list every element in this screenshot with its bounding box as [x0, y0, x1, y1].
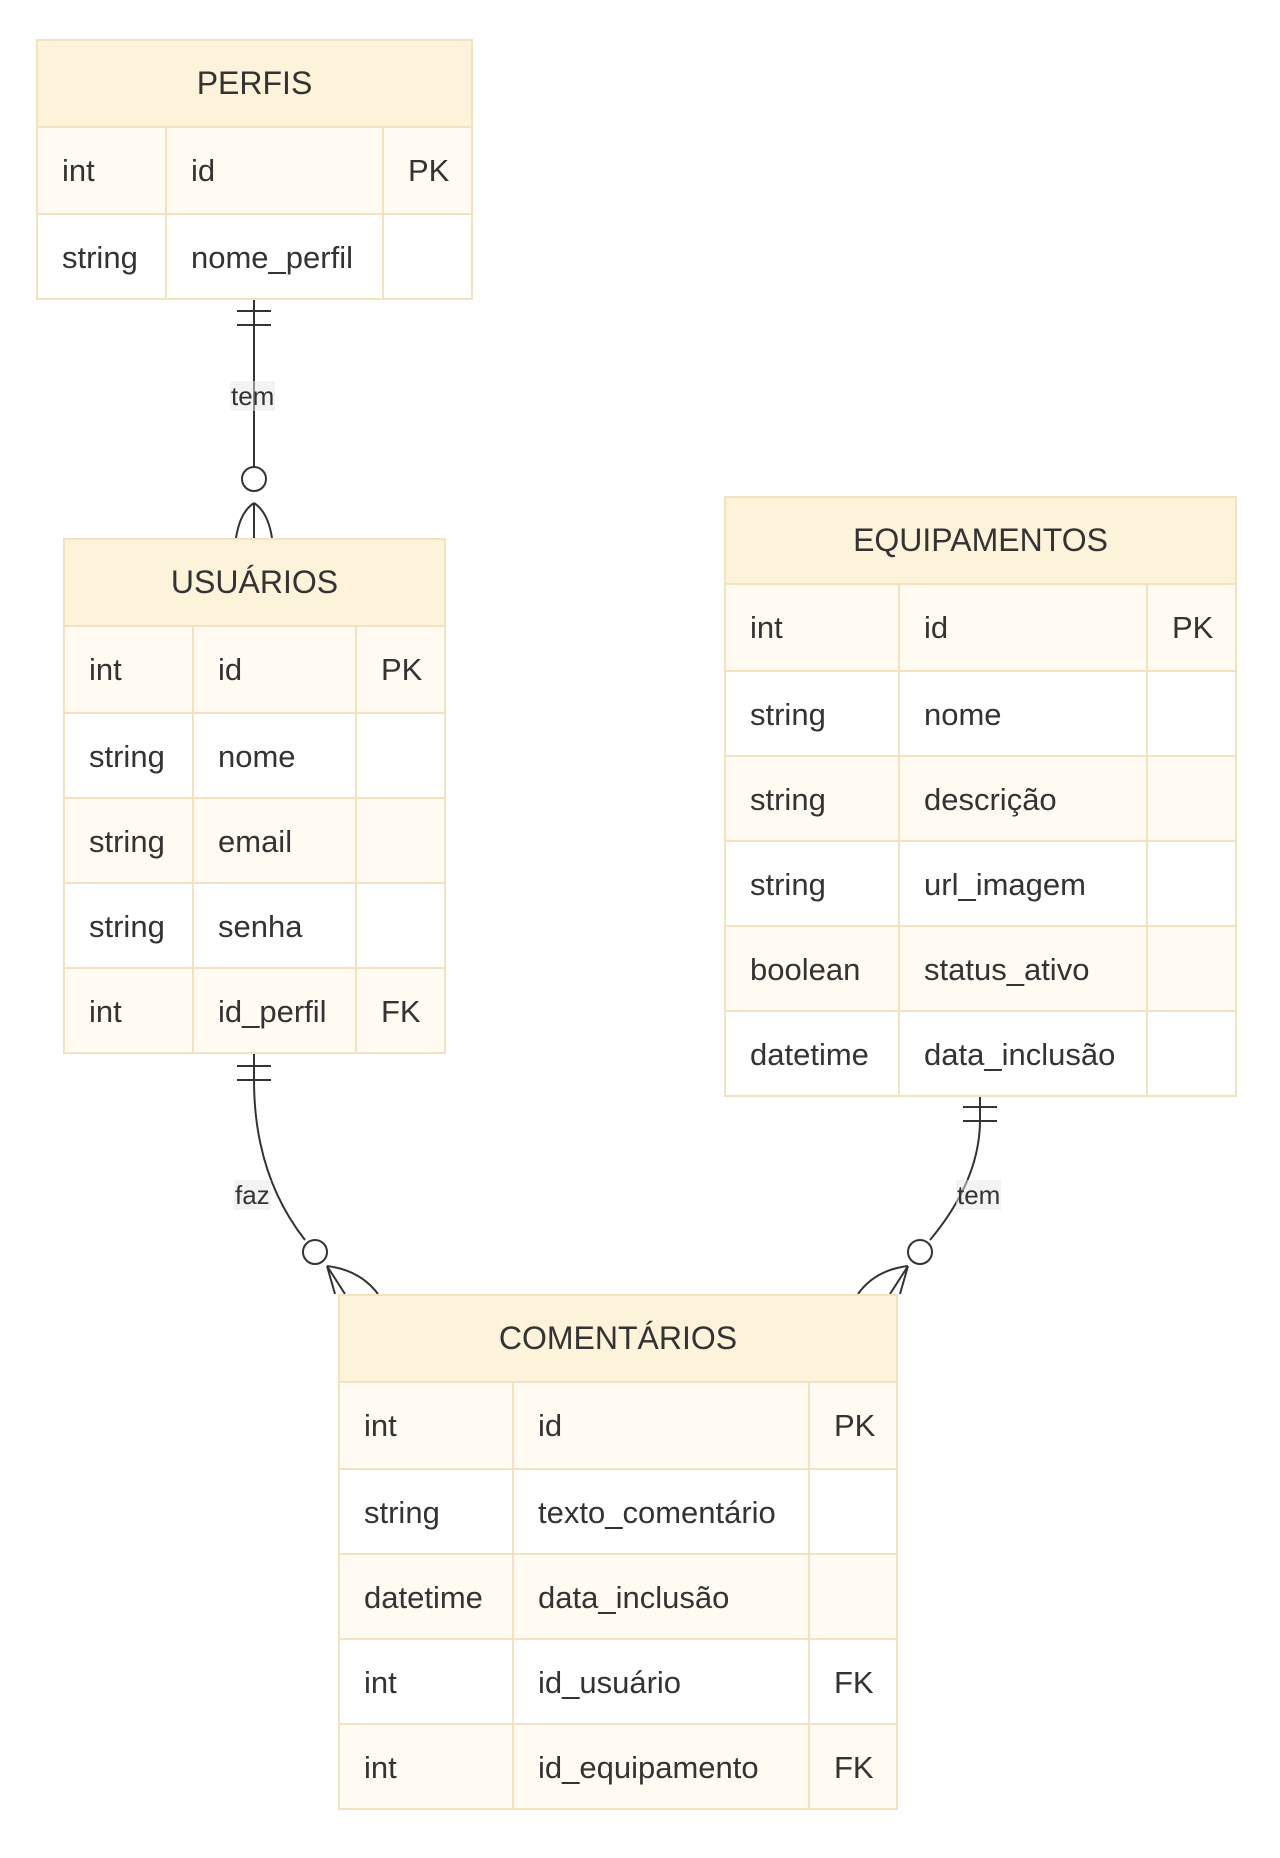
attribute-row: string url_imagem: [726, 840, 1235, 925]
attribute-name: data_inclusão: [512, 1555, 808, 1638]
attribute-row: int id_equipamento FK: [340, 1723, 896, 1808]
edge-usuarios-comentarios: [253, 1051, 306, 1241]
many-marker: [326, 1265, 379, 1295]
zero-marker: [241, 466, 267, 492]
attribute-row: boolean status_ativo: [726, 925, 1235, 1010]
entity-title: USUÁRIOS: [65, 540, 444, 627]
attribute-row: string senha: [65, 882, 444, 967]
attribute-key: [355, 884, 444, 967]
attribute-name: data_inclusão: [898, 1012, 1146, 1095]
attribute-name: descrição: [898, 757, 1146, 840]
attribute-name: id_perfil: [192, 969, 355, 1052]
attribute-row: int id PK: [65, 627, 444, 712]
attribute-key: PK: [382, 128, 471, 213]
attribute-row: int id_perfil FK: [65, 967, 444, 1052]
many-marker: [857, 1265, 909, 1295]
attribute-key: PK: [808, 1383, 896, 1468]
zero-marker: [907, 1239, 933, 1265]
attribute-name: id_usuário: [512, 1640, 808, 1723]
attribute-row: string nome_perfil: [38, 213, 471, 298]
attribute-type: boolean: [750, 952, 861, 987]
attribute-type: int: [750, 610, 783, 645]
attribute-row: datetime data_inclusão: [726, 1010, 1235, 1095]
entity-title: PERFIS: [38, 41, 471, 128]
attribute-row: int id_usuário FK: [340, 1638, 896, 1723]
attribute-name: status_ativo: [898, 927, 1146, 1010]
attribute-type: string: [364, 1495, 440, 1530]
attribute-key: FK: [808, 1640, 896, 1723]
entity-usuarios[interactable]: USUÁRIOS int id PK string nome string em…: [63, 538, 446, 1054]
attribute-row: int id PK: [726, 585, 1235, 670]
attribute-row: string email: [65, 797, 444, 882]
attribute-key: [808, 1555, 896, 1638]
entity-perfis[interactable]: PERFIS int id PK string nome_perfil: [36, 39, 473, 300]
attribute-type: int: [364, 1750, 397, 1785]
attribute-name: senha: [192, 884, 355, 967]
entity-comentarios[interactable]: COMENTÁRIOS int id PK string texto_comen…: [338, 1294, 898, 1810]
attribute-row: datetime data_inclusão: [340, 1553, 896, 1638]
attribute-type: string: [750, 697, 826, 732]
attribute-key: PK: [355, 627, 444, 712]
edge-equipamentos-comentarios: [929, 1095, 981, 1241]
attribute-type: string: [89, 909, 165, 944]
attribute-key: [382, 215, 471, 298]
attribute-type: datetime: [750, 1037, 869, 1072]
attribute-key: [1146, 757, 1235, 840]
attribute-name: url_imagem: [898, 842, 1146, 925]
attribute-name: id_equipamento: [512, 1725, 808, 1808]
attribute-type: int: [364, 1408, 397, 1443]
attribute-type: int: [364, 1665, 397, 1700]
attribute-type: string: [89, 739, 165, 774]
attribute-row: string texto_comentário: [340, 1468, 896, 1553]
entity-title: EQUIPAMENTOS: [726, 498, 1235, 585]
entity-equipamentos[interactable]: EQUIPAMENTOS int id PK string nome strin…: [724, 496, 1237, 1097]
attribute-key: [1146, 672, 1235, 755]
attribute-key: FK: [808, 1725, 896, 1808]
attribute-row: string nome: [65, 712, 444, 797]
attribute-name: texto_comentário: [512, 1470, 808, 1553]
attribute-name: id: [512, 1383, 808, 1468]
zero-marker: [302, 1239, 328, 1265]
attribute-key: PK: [1146, 585, 1235, 670]
attribute-row: string nome: [726, 670, 1235, 755]
attribute-name: id: [898, 585, 1146, 670]
attribute-name: nome: [192, 714, 355, 797]
attribute-key: [808, 1470, 896, 1553]
attribute-type: string: [62, 240, 138, 275]
attribute-type: int: [89, 652, 122, 687]
attribute-key: [355, 714, 444, 797]
edge-label-usuarios-comentarios: faz: [234, 1180, 271, 1210]
attribute-type: datetime: [364, 1580, 483, 1615]
attribute-type: string: [89, 824, 165, 859]
attribute-key: [1146, 842, 1235, 925]
attribute-type: int: [62, 153, 95, 188]
attribute-row: int id PK: [38, 128, 471, 213]
attribute-type: string: [750, 782, 826, 817]
attribute-type: string: [750, 867, 826, 902]
attribute-key: [1146, 927, 1235, 1010]
many-marker: [235, 502, 273, 539]
attribute-name: email: [192, 799, 355, 882]
edge-label-equipamentos-comentarios: tem: [956, 1180, 1002, 1210]
attribute-row: int id PK: [340, 1383, 896, 1468]
attribute-key: FK: [355, 969, 444, 1052]
attribute-type: int: [89, 994, 122, 1029]
attribute-name: id: [165, 128, 382, 213]
attribute-row: string descrição: [726, 755, 1235, 840]
attribute-key: [1146, 1012, 1235, 1095]
edge-label-perfis-usuarios: tem: [230, 381, 276, 411]
attribute-name: nome_perfil: [165, 215, 382, 298]
attribute-name: nome: [898, 672, 1146, 755]
attribute-key: [355, 799, 444, 882]
entity-title: COMENTÁRIOS: [340, 1296, 896, 1383]
attribute-name: id: [192, 627, 355, 712]
